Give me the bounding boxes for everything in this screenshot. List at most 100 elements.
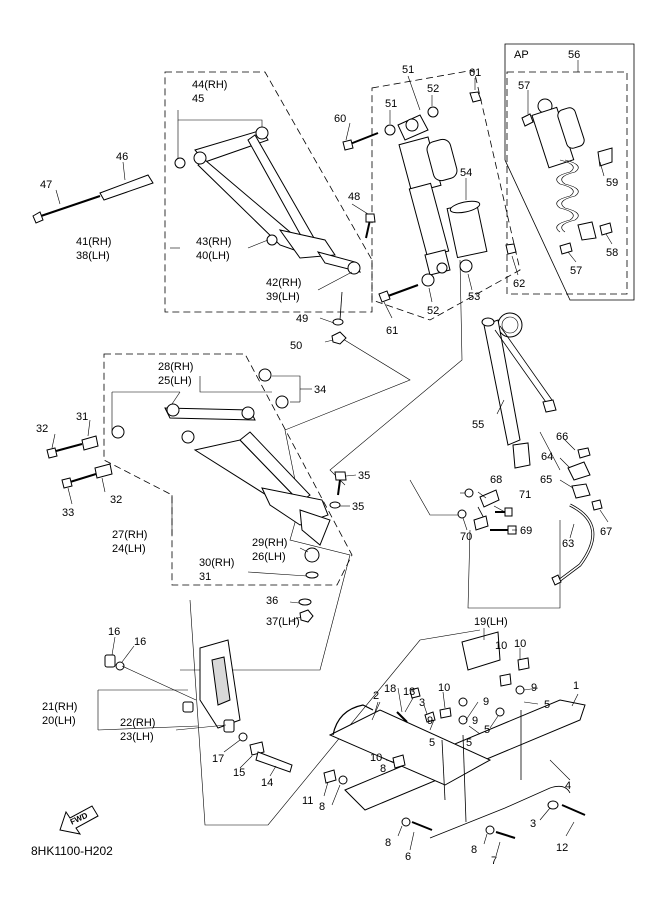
part-number-label: 11: [302, 795, 313, 807]
part-number-label: 41(RH): [76, 236, 111, 248]
part-number-label: 16: [108, 626, 120, 638]
ap-label: AP: [514, 49, 529, 61]
part-number-label: 61: [386, 325, 398, 337]
part-number-label: 8: [380, 763, 386, 775]
part-number-label: 32: [36, 423, 48, 435]
part-number-label: 65: [540, 474, 552, 486]
part-number-label: 10: [438, 682, 450, 694]
part-number-label: 19(LH): [474, 616, 508, 628]
diagram-code: 8HK1100-H202: [31, 844, 113, 858]
part-number-label: 12: [556, 842, 568, 854]
ap-shock-55: [521, 98, 613, 255]
part-number-label: 29(RH): [252, 537, 287, 549]
part-number-label: 50: [290, 340, 302, 352]
part-number-label: 25(LH): [158, 375, 192, 387]
part-number-label: 8: [385, 837, 391, 849]
part-number-label: 51: [402, 64, 414, 76]
part-number-label: 59: [606, 177, 618, 189]
part-number-label: 10: [370, 752, 382, 764]
part-number-label: 46: [116, 151, 128, 163]
part-number-label: 10: [514, 638, 526, 650]
ski-assembly: [323, 631, 586, 839]
part-number-label: 48: [348, 191, 360, 203]
part-number-label: 14: [261, 777, 273, 789]
part-number-label: 44(RH): [192, 79, 227, 91]
part-number-label: 22(RH): [120, 717, 155, 729]
part-number-label: 67: [600, 526, 612, 538]
part-number-label: 35: [358, 470, 370, 482]
part-number-label: 9: [472, 715, 478, 727]
part-number-label: 17: [212, 753, 224, 765]
part-number-label: 5: [429, 737, 435, 749]
part-number-label: 58: [606, 247, 618, 259]
leader-lines: [51, 60, 613, 857]
upper-a-arm: [174, 126, 336, 259]
part-number-label: 62: [513, 278, 525, 290]
part-number-label: 63: [562, 538, 574, 550]
part-number-label: 8: [471, 844, 477, 856]
part-number-label: 33: [62, 507, 74, 519]
part-number-label: 9: [531, 682, 537, 694]
shaft-45: [99, 174, 154, 201]
part-number-label: 68: [490, 474, 502, 486]
part-number-label: 31: [76, 411, 88, 423]
part-number-label: 21(RH): [42, 701, 77, 713]
part-number-label: 1: [573, 680, 579, 692]
part-number-label: 66: [556, 431, 568, 443]
part-number-label: 51: [385, 98, 397, 110]
part-number-label: 70: [460, 531, 472, 543]
linkage-parts: [457, 447, 603, 586]
part-number-label: 57: [518, 80, 530, 92]
part-number-label: 23(LH): [120, 731, 154, 743]
callout-labels: 1 2 3 3 4 5 5 5 5 6 7 8 8 8 8 9 9 9 9 10…: [36, 49, 618, 867]
part-number-label: 5: [466, 737, 472, 749]
part-number-label: 56: [568, 49, 580, 61]
part-number-label: 69: [520, 525, 532, 537]
part-number-label: 43(RH): [196, 236, 231, 248]
part-number-label: 28(RH): [158, 361, 193, 373]
part-number-label: 38(LH): [76, 250, 110, 262]
part-number-label: 30(RH): [199, 557, 234, 569]
bolt-46: [32, 195, 101, 224]
part-number-label: 20(LH): [42, 715, 76, 727]
part-number-label: 16: [134, 636, 146, 648]
part-number-label: 31: [199, 571, 211, 583]
part-number-label: 9: [427, 715, 433, 727]
part-number-label: 10: [495, 640, 507, 652]
part-number-label: 60: [334, 113, 346, 125]
part-number-label: 47: [40, 179, 52, 191]
part-number-label: 61: [469, 67, 481, 79]
part-number-label: 26(LH): [252, 551, 286, 563]
part-number-label: 13: [403, 686, 415, 698]
shock-absorber-50: [342, 91, 517, 303]
steering-column-54: [481, 312, 557, 469]
part-number-label: 35: [352, 501, 364, 513]
part-number-label: 42(RH): [266, 277, 301, 289]
part-number-label: 64: [541, 451, 553, 463]
part-number-label: 8: [319, 801, 325, 813]
group-outlines: [103, 43, 635, 586]
part-number-label: 52: [427, 83, 439, 95]
part-number-label: 18: [384, 683, 396, 695]
spindle-19: [104, 639, 293, 773]
part-number-label: 15: [233, 767, 245, 779]
part-number-label: 54: [460, 167, 472, 179]
fwd-arrow-icon: [59, 805, 99, 835]
part-number-label: 32: [110, 494, 122, 506]
part-number-label: 24(LH): [112, 543, 146, 555]
part-number-label: 53: [468, 291, 480, 303]
part-number-label: 45: [192, 93, 204, 105]
part-number-label: 4: [565, 780, 571, 792]
tie-rod-38: [266, 213, 376, 345]
part-number-label: 37(LH): [266, 616, 300, 628]
part-number-label: 9: [483, 696, 489, 708]
part-number-label: 40(LH): [196, 250, 230, 262]
part-number-label: 55: [472, 419, 484, 431]
part-number-label: 39(LH): [266, 291, 300, 303]
part-number-label: 3: [530, 818, 536, 830]
part-number-label: 3: [419, 697, 425, 709]
part-number-label: 27(RH): [112, 529, 147, 541]
part-number-label: 2: [373, 690, 379, 702]
part-number-label: 5: [484, 724, 490, 736]
